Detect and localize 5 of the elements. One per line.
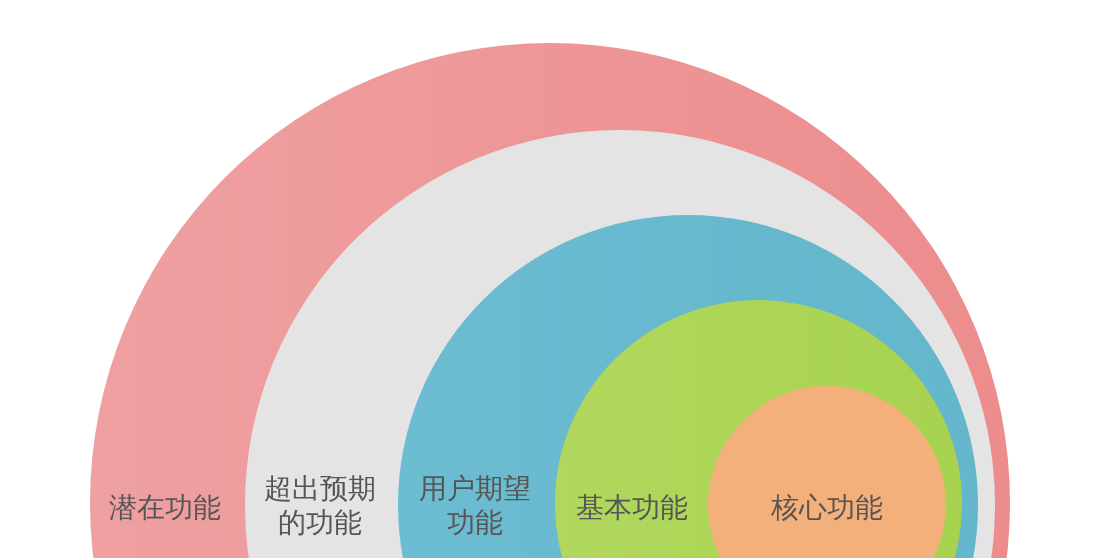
layer-label: 核心功能 bbox=[770, 491, 884, 525]
layer-label: 超出预期的功能 bbox=[263, 472, 377, 540]
layer-label: 基本功能 bbox=[575, 491, 689, 525]
layer-label: 潜在功能 bbox=[108, 491, 222, 525]
layer-label: 用户期望功能 bbox=[418, 472, 532, 540]
